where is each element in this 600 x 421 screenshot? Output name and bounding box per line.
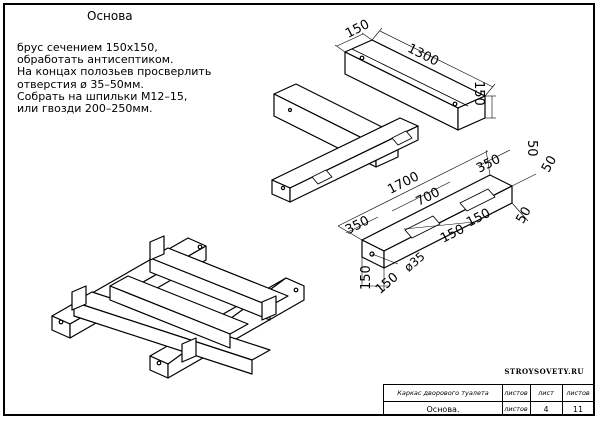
dim-runner-end-left: 350: [343, 213, 372, 238]
note-line: обработать антисептиком.: [17, 53, 174, 67]
dim-50-low: 50: [513, 205, 534, 227]
note-line: или гвозди 200–250мм.: [17, 102, 153, 116]
mid-assembly: [271, 83, 419, 203]
drawing-title: Основа: [87, 9, 133, 23]
note-line: На концах полозьев просверлить: [17, 65, 212, 79]
dim-top-width: 150: [343, 17, 372, 42]
dim-top-height: 150: [471, 81, 486, 106]
site-watermark: STROYSOVETY.RU: [504, 367, 584, 376]
note-line: Собрать на шпильки М12–15,: [17, 89, 188, 103]
sheet-frame: [3, 3, 595, 416]
stamp-name: Каркас дворового туалета: [397, 389, 489, 397]
top-crossbar: [334, 27, 496, 131]
dim-50-side: 50: [539, 153, 560, 175]
drawing-notes: брус сечением 150х150, обработать антисе…: [17, 41, 212, 116]
stamp-sheet-label: лист: [538, 389, 554, 397]
stamp-sheet-number: 4: [543, 404, 549, 414]
title-block: Каркас дворового туалета листов лист лис…: [383, 384, 593, 416]
dim-50-top: 50: [524, 140, 539, 157]
stamp-sheets-label-2: листов: [566, 389, 590, 397]
bolt-hole: [452, 101, 458, 107]
stamp-sheets-label: листов: [504, 389, 528, 397]
assembled-base: [51, 235, 305, 379]
dim-end-width: 150: [373, 270, 402, 297]
dim-end-height: 150: [359, 265, 374, 290]
stamp-part-label: листов: [504, 405, 528, 413]
bolt-hole: [293, 287, 299, 293]
bolt-hole: [359, 55, 365, 61]
note-line: брус сечением 150х150,: [17, 41, 158, 54]
stamp-part: Основа.: [426, 404, 460, 414]
bolt-hole: [197, 244, 203, 250]
bolt-hole: [287, 107, 293, 113]
bolt-hole: [280, 185, 286, 191]
runner-detail: [337, 149, 537, 290]
bolt-hole: [58, 319, 64, 325]
note-line: отверстия ø 35–50мм.: [17, 77, 144, 91]
bolt-hole: [369, 251, 375, 257]
bolt-hole: [156, 360, 162, 366]
stamp-sheets-total: 11: [572, 404, 584, 414]
